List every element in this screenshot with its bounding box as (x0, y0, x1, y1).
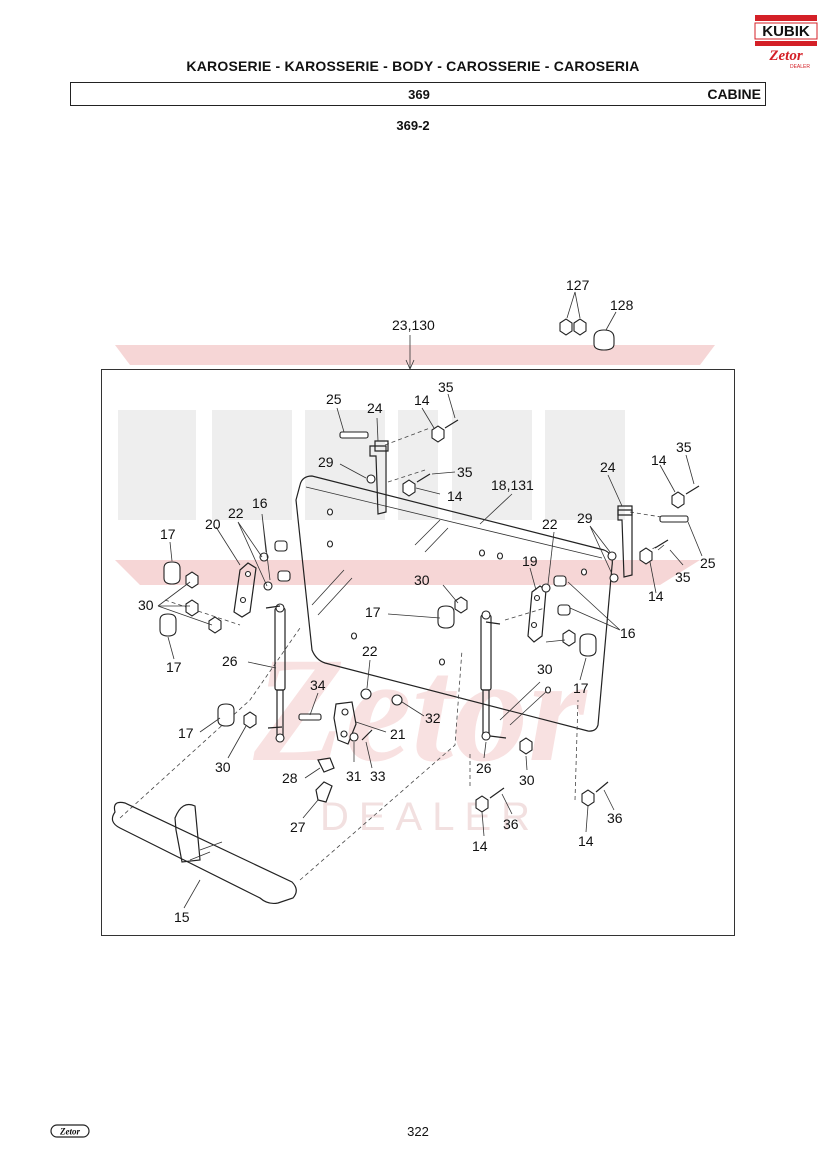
callout-14f: 14 (578, 833, 594, 849)
callout-23-130: 23,130 (392, 317, 435, 333)
callout-16b: 16 (620, 625, 636, 641)
svg-text:Zetor: Zetor (252, 627, 588, 793)
callout-18-131: 18,131 (491, 477, 534, 493)
callout-14b: 14 (447, 488, 463, 504)
callout-19: 19 (522, 553, 538, 569)
callout-25b: 25 (700, 555, 716, 571)
gas-strut-right (480, 610, 492, 741)
callout-21: 21 (390, 726, 406, 742)
footer-zetor-logo: Zetor (50, 1124, 90, 1138)
handle-bar (111, 801, 297, 905)
diagram-frame (101, 369, 735, 936)
callouts: 127 128 23,130 25 24 14 35 29 35 14 18,1… (138, 277, 716, 925)
callout-16a: 16 (252, 495, 268, 511)
callout-30e: 30 (519, 772, 535, 788)
callout-17c: 17 (166, 659, 182, 675)
callout-17e: 17 (178, 725, 194, 741)
callout-35d: 35 (675, 569, 691, 585)
svg-text:KUBIK: KUBIK (762, 23, 810, 40)
callout-31: 31 (346, 768, 362, 784)
watermark: Zetor DEALER (115, 345, 715, 839)
callout-24b: 24 (600, 459, 616, 475)
group-name: CABINE (707, 86, 761, 102)
callout-32: 32 (425, 710, 441, 726)
callout-35a: 35 (438, 379, 454, 395)
callout-26a: 26 (222, 653, 238, 669)
callout-22c: 22 (362, 643, 378, 659)
callout-14c: 14 (651, 452, 667, 468)
callout-35b: 35 (457, 464, 473, 480)
svg-text:Zetor: Zetor (59, 1127, 80, 1137)
callout-25a: 25 (326, 391, 342, 407)
gas-strut-left (274, 603, 286, 743)
svg-text:DEALER: DEALER (790, 64, 810, 70)
callout-30c: 30 (537, 661, 553, 677)
callout-14d: 14 (648, 588, 664, 604)
callout-30a: 30 (414, 572, 430, 588)
callout-14e: 14 (472, 838, 488, 854)
callout-26b: 26 (476, 760, 492, 776)
callout-15: 15 (174, 909, 190, 925)
callout-22a: 22 (228, 505, 244, 521)
callout-17d: 17 (573, 680, 589, 696)
group-header-box: 369 CABINE (70, 82, 766, 106)
callout-29a: 29 (318, 454, 334, 470)
assembly-lines (119, 427, 681, 881)
callout-20: 20 (205, 516, 221, 532)
callout-24a: 24 (367, 400, 383, 416)
callout-127: 127 (566, 277, 590, 293)
leader-lines (157, 291, 703, 909)
callout-29b: 29 (577, 510, 593, 526)
callout-17b: 17 (365, 604, 381, 620)
callout-35c: 35 (676, 439, 692, 455)
callout-30d: 30 (215, 759, 231, 775)
callout-34: 34 (310, 677, 326, 693)
callout-22b: 22 (542, 516, 558, 532)
callout-36a: 36 (503, 816, 519, 832)
group-number: 369 (408, 87, 430, 102)
callout-28: 28 (282, 770, 298, 786)
page-title: KAROSERIE - KAROSSERIE - BODY - CAROSSER… (186, 58, 640, 74)
callout-128: 128 (610, 297, 634, 313)
svg-text:Zetor: Zetor (768, 48, 802, 64)
subgroup-number: 369-2 (396, 118, 430, 133)
callout-27: 27 (290, 819, 306, 835)
callout-36b: 36 (607, 810, 623, 826)
callout-33: 33 (370, 768, 386, 784)
callout-14a: 14 (414, 392, 430, 408)
page-number: 322 (407, 1124, 429, 1139)
callout-30b: 30 (138, 597, 154, 613)
kubik-zetor-logo: KUBIK Zetor DEALER (754, 15, 818, 70)
callout-17a: 17 (160, 526, 176, 542)
